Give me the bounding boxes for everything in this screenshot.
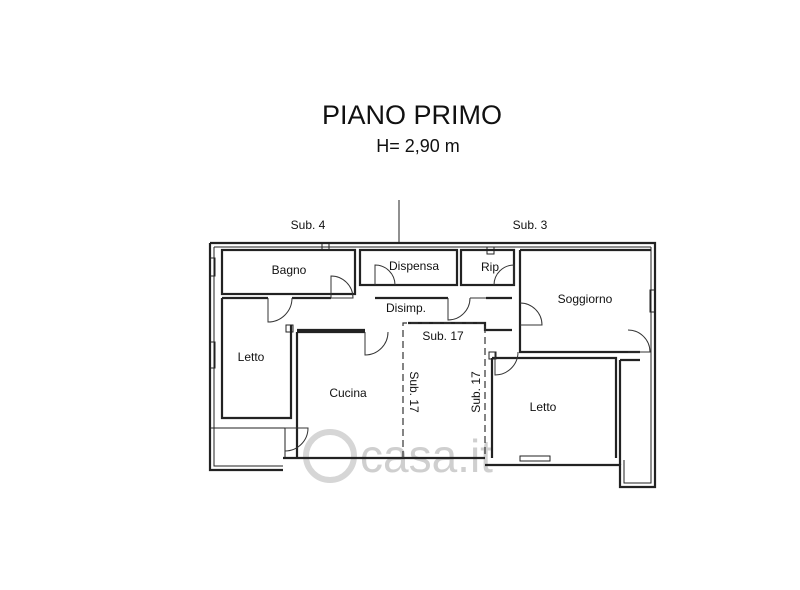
sub17-label-left-vertical: Sub. 17 (407, 371, 421, 413)
rip-vent (486, 246, 495, 255)
room-label-soggiorno: Soggiorno (558, 292, 613, 306)
room-label-bagno: Bagno (272, 263, 307, 277)
room-soggiorno (518, 248, 651, 354)
room-label-rip: Rip (481, 260, 499, 274)
neighbor-label-left: Sub. 4 (291, 218, 326, 232)
corridor-lower-wall (297, 321, 512, 332)
window-left-mid (209, 341, 216, 369)
room-letto-left (220, 296, 293, 420)
room-label-disimp: Disimp. (386, 301, 426, 315)
door-cucina (364, 331, 389, 356)
bagno-vent (321, 242, 330, 251)
watermark: casa.it (303, 429, 493, 483)
sub17-label-right-vertical: Sub. 17 (469, 371, 483, 413)
room-bagno (220, 248, 357, 296)
door-rip (493, 264, 515, 286)
letto-left-vent (285, 324, 294, 333)
room-walls (210, 242, 651, 465)
window-left-top (209, 257, 216, 277)
door-swings (267, 264, 651, 452)
room-label-letto-right: Letto (530, 400, 557, 414)
door-sub17 (447, 297, 486, 321)
sub17-label-top: Sub. 17 (422, 329, 464, 343)
window-bottom (519, 455, 551, 462)
room-label-cucina: Cucina (329, 386, 367, 400)
sub17-outline (402, 322, 486, 458)
letto-right-vent (488, 351, 497, 360)
door-dispensa (374, 264, 396, 286)
plan-title: PIANO PRIMO (322, 100, 502, 130)
door-soggiorno (519, 302, 543, 326)
door-bagno (330, 275, 354, 299)
door-right-wing (627, 329, 651, 353)
windows (209, 257, 656, 462)
room-letto-right (490, 356, 618, 458)
room-label-dispensa: Dispensa (389, 259, 439, 273)
watermark-text: casa.it (360, 430, 493, 482)
outer-walls (208, 241, 657, 489)
window-right (649, 289, 656, 313)
room-cucina (295, 330, 365, 458)
door-letto-right (494, 351, 519, 376)
watermark-logo-icon (303, 429, 357, 483)
door-letto-left (267, 297, 293, 323)
room-dispensa (358, 248, 459, 287)
door-entrance (284, 427, 309, 452)
room-label-letto-left: Letto (238, 350, 265, 364)
height-note: H= 2,90 m (376, 136, 460, 156)
neighbor-label-right: Sub. 3 (513, 218, 548, 232)
